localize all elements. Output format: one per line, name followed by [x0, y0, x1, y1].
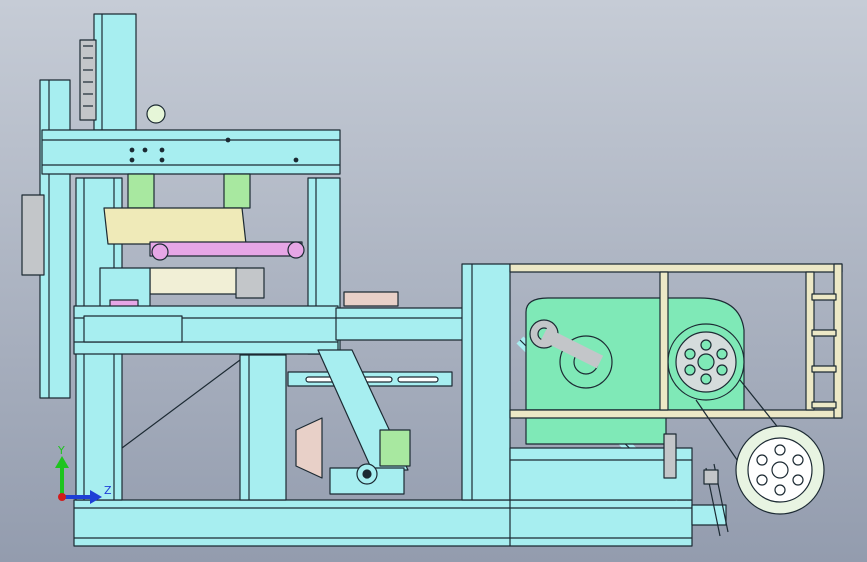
- lower-wheel: [735, 425, 825, 515]
- upper-crossbeam: [41, 129, 341, 175]
- base-frame: [73, 499, 727, 547]
- drive-pulley: [667, 323, 745, 401]
- coordinate-triad: Y Z: [55, 444, 112, 504]
- mid-frame: [73, 291, 467, 355]
- cream-panel: [103, 207, 247, 245]
- top-column: [93, 13, 137, 131]
- motor-body: [149, 267, 239, 295]
- center-column: [239, 354, 287, 501]
- motor-dome: [295, 417, 323, 479]
- actuator-cylinder: [149, 241, 303, 257]
- y-axis-label: Y: [57, 444, 65, 457]
- lower-drive: [295, 417, 411, 495]
- right-post: [461, 263, 511, 501]
- right-lower-beam: [509, 447, 693, 501]
- tensioner: [663, 433, 729, 537]
- adjust-knob: [146, 104, 166, 124]
- actuator: [99, 241, 305, 317]
- guard-railing: [509, 263, 843, 419]
- z-axis-label: Z: [104, 484, 112, 497]
- base-rail-bottom: [73, 499, 693, 547]
- top-assembly: [41, 13, 341, 175]
- extension-beam: [335, 307, 467, 341]
- left-side-plate: [21, 194, 45, 276]
- triad-origin: [58, 493, 66, 501]
- z-axis-arrowhead: [90, 490, 102, 504]
- spring-guide: [79, 39, 97, 121]
- right-frame: [461, 263, 693, 501]
- lift-brackets: [103, 173, 251, 245]
- y-axis-arrowhead: [55, 456, 69, 468]
